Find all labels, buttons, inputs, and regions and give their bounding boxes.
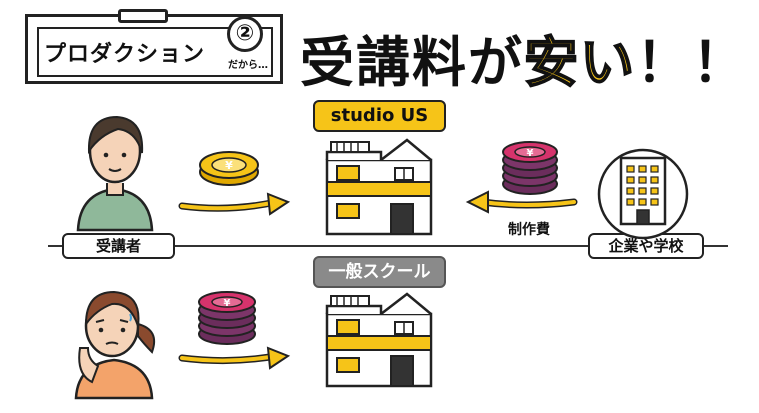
office-building-icon [597,148,689,240]
title-number: ② [227,16,263,52]
headline-exclaim: ！！ [636,31,748,94]
svg-text:¥: ¥ [225,159,233,172]
arrow-left-icon [465,190,578,214]
clipboard-clip-icon [118,9,168,23]
student-tag: 受講者 [62,233,175,259]
yen-coin-stack-icon-bottom: ¥ [198,291,256,345]
svg-text:¥: ¥ [224,298,231,309]
school-building-icon [325,138,433,236]
svg-text:¥: ¥ [527,148,534,159]
arrow-right-icon-bottom [178,346,291,370]
title-suffix: だから… [228,60,268,71]
headline: 受講料が安い！！ [300,18,748,95]
student-person-icon [76,115,154,232]
yen-coin-icon: ¥ [199,151,259,186]
headline-part1: 受講料が [300,31,524,94]
production-fee-label: 制作費 [508,222,550,238]
worried-person-icon [74,290,156,400]
school-building-icon-bottom [325,292,433,388]
headline-accent: 安い [523,30,636,95]
studio-us-label: studio US [313,100,446,132]
general-school-label: 一般スクール [313,256,446,288]
arrow-right-icon [178,192,291,216]
yen-coin-stack-icon: ¥ [502,141,558,195]
title-text: プロダクション [44,42,206,67]
section-divider [48,245,728,247]
